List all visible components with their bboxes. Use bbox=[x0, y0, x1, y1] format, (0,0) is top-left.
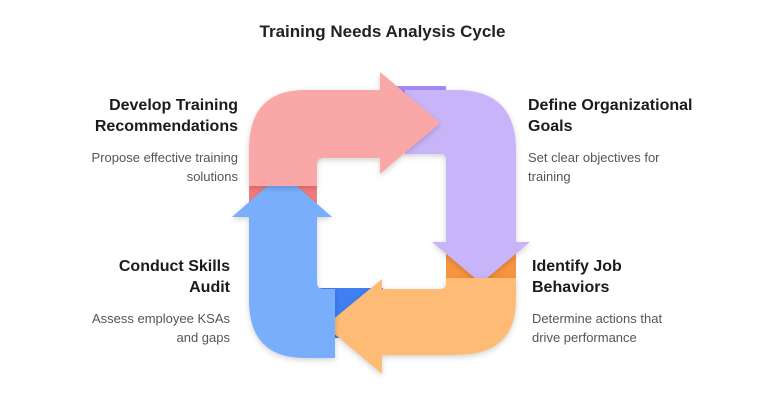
step-define-description-line-2: training bbox=[528, 169, 571, 184]
step-identify-description-line-2: drive performance bbox=[532, 330, 637, 345]
step-identify: Identify Job Behaviors Determine actions… bbox=[532, 256, 732, 347]
cycle-arrow-define bbox=[405, 90, 530, 283]
cycle-arrow-identify bbox=[325, 278, 516, 374]
step-identify-description-line-1: Determine actions that bbox=[532, 311, 663, 326]
step-audit-heading: Conduct Skills Audit bbox=[40, 256, 230, 298]
step-develop-description-line-1: Propose effective training bbox=[91, 150, 238, 165]
step-develop-description-line-2: solutions bbox=[186, 169, 238, 184]
step-define: Define Organizational Goals Set clear ob… bbox=[528, 95, 733, 186]
step-identify-heading-line-1: Identify Job bbox=[532, 258, 622, 275]
cycle-arrow-develop bbox=[249, 72, 440, 186]
step-audit-description: Assess employee KSAs and gaps bbox=[40, 309, 230, 347]
step-identify-heading-line-2: Behaviors bbox=[532, 279, 610, 296]
step-identify-heading: Identify Job Behaviors bbox=[532, 256, 732, 298]
step-audit-heading-line-1: Conduct Skills bbox=[118, 258, 230, 275]
step-define-heading-line-2: Goals bbox=[528, 118, 573, 135]
step-define-heading-line-1: Define Organizational bbox=[528, 97, 693, 114]
step-identify-description: Determine actions that drive performance bbox=[532, 309, 732, 347]
step-audit: Conduct Skills Audit Assess employee KSA… bbox=[40, 256, 230, 347]
step-develop: Develop Training Recommendations Propose… bbox=[40, 95, 238, 186]
step-audit-heading-line-2: Audit bbox=[189, 279, 230, 296]
step-define-description-line-1: Set clear objectives for bbox=[528, 150, 660, 165]
step-develop-heading-line-2: Recommendations bbox=[94, 118, 238, 135]
step-audit-description-line-1: Assess employee KSAs bbox=[91, 311, 230, 326]
diagram-title: Training Needs Analysis Cycle bbox=[259, 22, 506, 41]
cycle-arrow-audit bbox=[232, 173, 335, 358]
step-develop-heading-line-1: Develop Training bbox=[109, 97, 238, 114]
step-develop-description: Propose effective training solutions bbox=[40, 148, 238, 186]
step-develop-heading: Develop Training Recommendations bbox=[40, 95, 238, 137]
step-define-heading: Define Organizational Goals bbox=[528, 95, 733, 137]
step-audit-description-line-2: and gaps bbox=[176, 330, 231, 345]
step-define-description: Set clear objectives for training bbox=[528, 148, 733, 186]
